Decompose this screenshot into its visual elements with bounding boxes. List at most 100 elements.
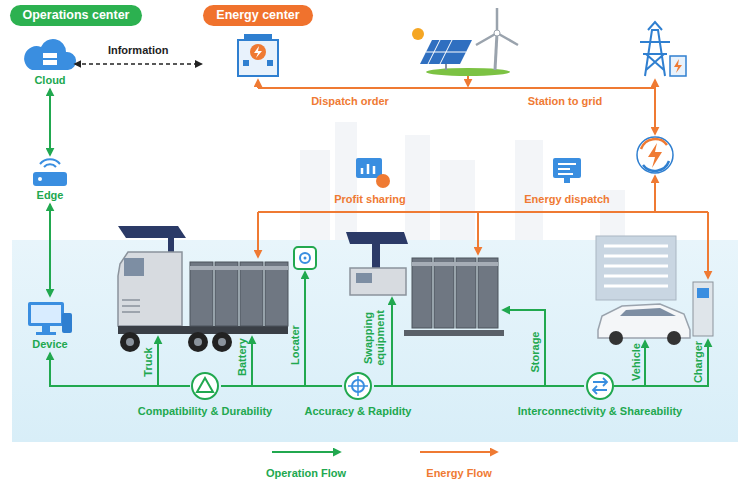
city-skyline [300,150,330,250]
legend-text: Energy Flow [426,467,491,479]
flow-item-label: Truck [142,347,154,376]
connector [50,353,190,386]
circle-icons [593,378,607,394]
locater-icon [294,247,316,269]
node-label: Device [32,338,67,351]
charging-scene [693,282,713,336]
exchange-hub-icon [648,143,662,168]
swap-truck [124,258,144,276]
operation-flow-lines [157,337,159,386]
energy-center-node: Energy center [203,5,312,76]
node-label: Accuracy & Rapidity [305,405,412,418]
feature-circle: Interconnectivity & Shareability [586,372,614,400]
charging-scene [620,308,676,316]
charging-scene [609,331,623,345]
connector [221,385,342,387]
city-skyline [335,122,357,250]
connector [49,89,51,155]
operation-flow-lines [304,272,306,386]
heading-pill-text: Energy center [203,5,312,26]
energy-dispatch-icon [553,158,581,183]
profit-sharing-icon [356,158,390,188]
router-icon [40,159,60,167]
connector [49,204,51,296]
cloud-node: Cloud [27,34,73,87]
legend-samples [420,451,497,453]
solar-wind-icon [445,64,447,70]
grid-tower-icon [640,22,670,76]
router-icon [38,177,42,181]
device-icon [28,302,64,326]
node-label: Interconnectivity & Shareability [518,405,682,418]
legend-samples [272,451,497,453]
operation-flow-lines [614,340,708,386]
locater-icon [294,247,316,269]
charging-scene [604,246,668,286]
swap-truck [118,252,182,326]
router-icon [33,159,67,186]
energy-flow-lines [258,211,708,213]
energy-building-icon [243,60,249,66]
operation-flow-lines [644,341,646,386]
circle-icons [192,373,613,399]
charging-scene [667,331,681,345]
energy-building-icon [267,60,273,66]
grid-tower-icon [640,22,686,76]
circle-icons [348,376,368,396]
circle-icons [345,373,371,399]
device-icon [36,332,56,335]
swap-truck [240,262,263,326]
charging-scene [596,236,713,345]
edge-node: Edge [30,157,70,202]
energy-dispatch-icon [564,178,570,183]
solar-wind-icon [420,40,472,64]
swap-truck [265,262,288,326]
exchange-hub-icon [641,139,667,149]
connector [374,385,584,387]
solar-wind-icon [412,28,424,40]
solar-wind-icon [412,8,518,76]
energy-dispatch-icon [553,158,581,178]
solar-wind-icon [476,8,518,45]
energy-building-icon [238,34,278,76]
grid-tower-icon [674,59,682,73]
flow-item-label: Swapping equipment [362,300,386,376]
group-heading-pill: Operations center [10,5,143,26]
flow-item-label: Storage [529,332,541,373]
cloud-icon [43,53,57,58]
swap-station [404,330,504,336]
swap-truck [168,236,174,252]
solar-wind-icon [495,33,497,70]
exchange-hub-icon [637,137,673,173]
swap-truck [122,300,140,312]
swap-truck [194,338,202,346]
swap-truck [118,226,186,238]
swap-station [412,258,432,328]
flow-item-label: Battery [236,338,248,376]
energy-flow-lines [257,80,259,88]
swap-station [372,244,380,268]
swap-station [356,273,372,283]
energy-flow-label: Station to grid [528,95,603,107]
icon-space [233,26,283,76]
swap-truck [118,326,288,334]
energy-flow-label: Dispatch order [311,95,389,107]
swap-station [346,232,408,244]
solar-wind-icon [494,30,500,36]
node-label: Edge [37,189,64,202]
energy-flow-label: Energy dispatch [524,193,610,205]
swap-station [412,262,498,266]
swap-station [350,268,406,295]
energy-building-icon [244,34,272,40]
swap-truck [126,338,134,346]
energy-flow-lines [654,80,656,88]
energy-dispatch-icon [558,164,576,174]
device-icon [62,313,72,333]
swap-station [456,258,476,328]
flow-item-label: Vehicle [630,343,642,381]
profit-sharing-icon [362,164,374,174]
charging-scene [697,288,709,298]
swap-truck [188,332,208,352]
profit-sharing-icon [356,158,382,178]
